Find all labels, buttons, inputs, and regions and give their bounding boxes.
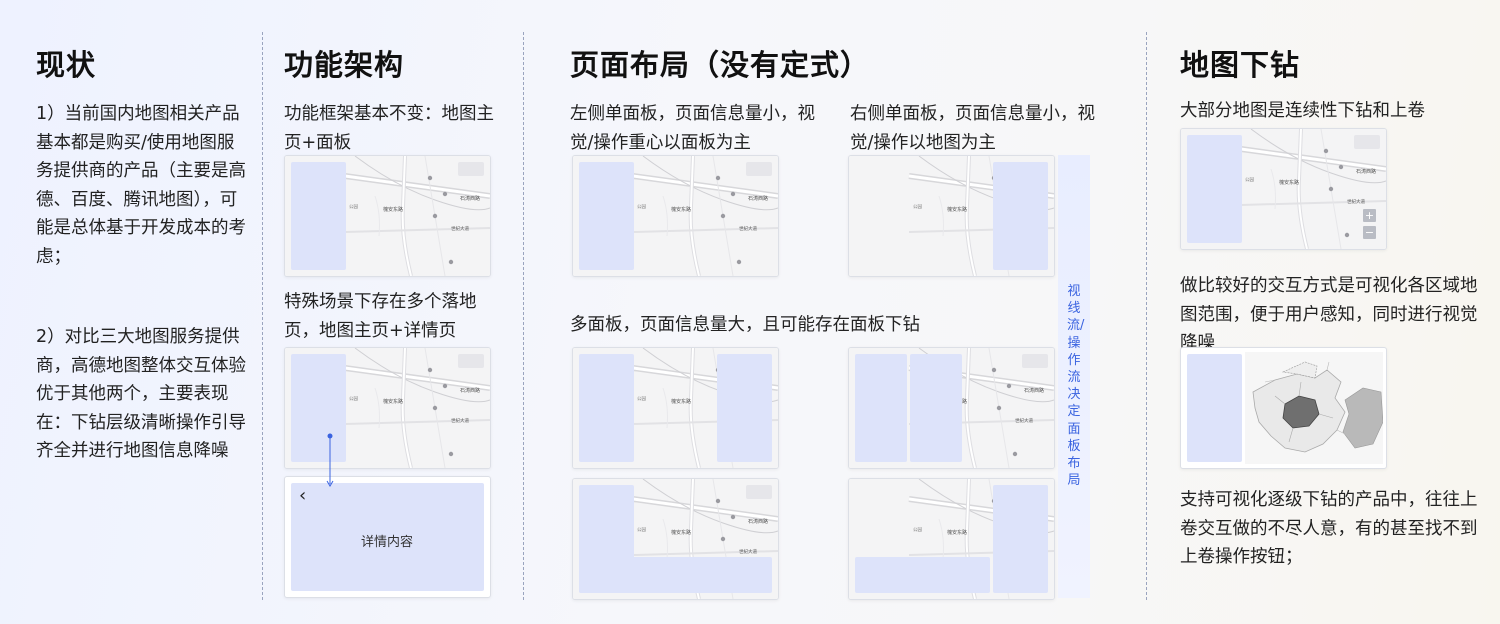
bottom-panel	[579, 557, 772, 593]
svg-text:石涛西路: 石涛西路	[460, 387, 480, 394]
layout-multi-panel-thumbnail-1: 槐安东路 石涛西路 世纪大道 公园	[572, 347, 779, 469]
svg-text:槐安东路: 槐安东路	[671, 398, 691, 405]
map-thumbnail-main-with-panel: 槐安东路 石涛西路 世纪大道 公园	[284, 155, 491, 277]
svg-text:世纪大道: 世纪大道	[1015, 417, 1033, 424]
svg-text:世纪大道: 世纪大道	[1347, 198, 1365, 205]
svg-text:石涛西路: 石涛西路	[748, 195, 768, 202]
svg-text:槐安东路: 槐安东路	[671, 529, 691, 536]
svg-text:公园: 公园	[349, 396, 358, 402]
detail-panel	[291, 483, 484, 591]
layout-multi-panel-thumbnail-2: 槐安东路 石涛西路 世纪大道 公园	[848, 347, 1055, 469]
layout-right-text: 右侧单面板，页面信息量小，视觉/操作以地图为主	[850, 104, 1095, 153]
svg-text:槐安东路: 槐安东路	[671, 206, 691, 213]
svg-text:世纪大道: 世纪大道	[739, 225, 757, 232]
zoom-out-button: −	[1363, 226, 1376, 239]
svg-text:石涛西路: 石涛西路	[748, 518, 768, 525]
svg-text:槐安东路: 槐安东路	[1279, 179, 1299, 186]
detail-page-thumbnail: ‹ 详情内容	[284, 476, 491, 598]
side-panel	[579, 354, 634, 462]
svg-text:槐安东路: 槐安东路	[947, 529, 967, 536]
section-divider	[523, 32, 524, 600]
layout-title: 页面布局（没有定式）	[570, 48, 871, 82]
drill-region-map-thumbnail	[1180, 347, 1387, 469]
svg-text:世纪大道: 世纪大道	[451, 225, 469, 232]
drill-connector	[326, 433, 334, 487]
layout-multi-panel-thumbnail-4: 槐安东路 石涛西路 世纪大道 公园	[848, 478, 1055, 600]
side-panel	[855, 354, 907, 462]
side-panel	[1187, 354, 1242, 462]
side-panel	[993, 485, 1048, 593]
side-panel	[717, 354, 772, 462]
svg-text:公园: 公园	[637, 396, 646, 402]
svg-text:槐安东路: 槐安东路	[947, 206, 967, 213]
svg-text:公园: 公园	[349, 204, 358, 210]
section-divider	[262, 32, 263, 600]
layout-right-panel-thumbnail: 槐安东路 石涛西路 世纪大道 公园	[848, 155, 1055, 277]
svg-text:公园: 公园	[913, 204, 922, 210]
architecture-text-2: 特殊场景下存在多个落地页，地图主页+详情页	[284, 292, 477, 341]
side-panel	[579, 162, 634, 270]
architecture-text-1: 功能框架基本不变：地图主页+面板	[284, 104, 494, 153]
region-map-icon	[1245, 352, 1383, 464]
side-panel	[1187, 135, 1242, 243]
status-paragraph-2: 2）对比三大地图服务提供商，高德地图整体交互体验优于其他两个，主要表现在：下钻层…	[36, 327, 246, 461]
layout-multi-text: 多面板，页面信息量大，且可能存在面板下钻	[570, 315, 920, 335]
drill-text-1: 大部分地图是连续性下钻和上卷	[1180, 101, 1425, 121]
drill-title: 地图下钻	[1180, 48, 1301, 82]
side-panel	[291, 354, 346, 462]
architecture-title: 功能架构	[284, 48, 405, 82]
svg-text:世纪大道: 世纪大道	[739, 548, 757, 555]
status-paragraph-1: 1）当前国内地图相关产品基本都是购买/使用地图服务提供商的产品（主要是高德、百度…	[36, 104, 246, 267]
layout-multi-panel-thumbnail-3: 槐安东路 石涛西路 世纪大道 公园	[572, 478, 779, 600]
svg-text:槐安东路: 槐安东路	[383, 206, 403, 213]
svg-text:世纪大道: 世纪大道	[451, 417, 469, 424]
drill-map-thumbnail: 槐安东路 石涛西路 世纪大道 公园 + −	[1180, 128, 1387, 250]
flow-note-text: 视线流/操作流决定面板布局	[1067, 284, 1085, 489]
svg-text:石涛西路: 石涛西路	[460, 195, 480, 202]
side-panel	[993, 162, 1048, 270]
svg-text:公园: 公园	[1245, 177, 1254, 183]
side-panel	[910, 354, 962, 462]
layout-left-panel-thumbnail: 槐安东路 石涛西路 世纪大道 公园	[572, 155, 779, 277]
bottom-panel	[855, 557, 990, 593]
status-title: 现状	[36, 48, 97, 82]
drill-text-2: 做比较好的交互方式是可视化各区域地图范围，便于用户感知，同时进行视觉降噪	[1180, 276, 1478, 353]
svg-text:槐安东路: 槐安东路	[383, 398, 403, 405]
drill-text-3: 支持可视化逐级下钻的产品中，往往上卷交互做的不尽人意，有的甚至找不到上卷操作按钮…	[1180, 490, 1478, 567]
section-divider	[1146, 32, 1147, 600]
svg-text:石涛西路: 石涛西路	[1356, 168, 1376, 175]
svg-text:公园: 公园	[913, 527, 922, 533]
back-arrow-icon: ‹	[299, 485, 307, 506]
detail-content-label: 详情内容	[361, 535, 414, 550]
flow-note: 视线流/操作流决定面板布局	[1058, 155, 1090, 598]
svg-text:石涛西路: 石涛西路	[1024, 387, 1044, 394]
layout-left-text: 左侧单面板，页面信息量小，视觉/操作重心以面板为主	[570, 104, 815, 153]
svg-text:公园: 公园	[637, 204, 646, 210]
side-panel	[291, 162, 346, 270]
zoom-in-button: +	[1363, 209, 1376, 222]
map-thumbnail-main-page: 槐安东路 石涛西路 世纪大道 公园	[284, 347, 491, 469]
svg-text:公园: 公园	[637, 527, 646, 533]
